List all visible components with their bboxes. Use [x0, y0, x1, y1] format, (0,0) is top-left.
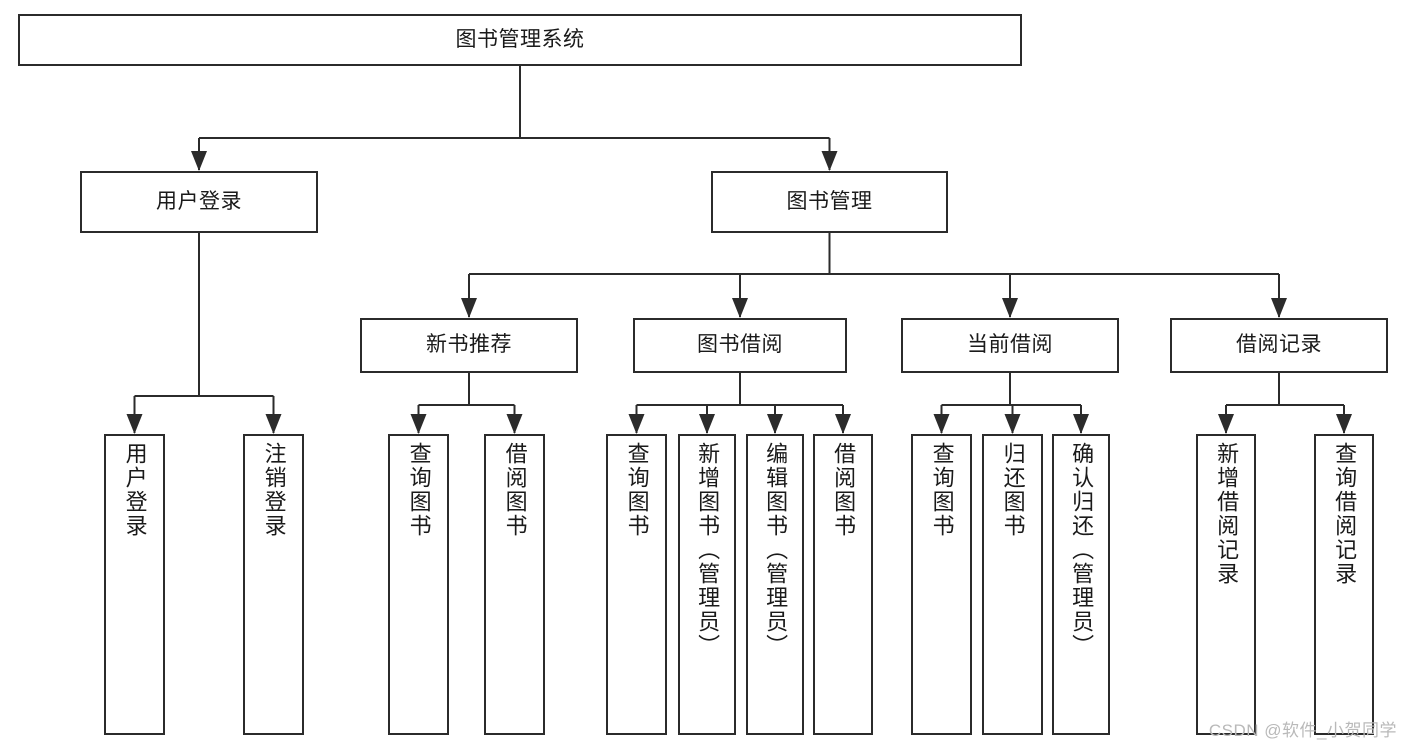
arrow-head-icon [191, 151, 207, 171]
node-l7[interactable]: 编辑图书（管理员） [746, 434, 804, 735]
node-label: 借阅记录 [1236, 333, 1322, 357]
node-label: 查询图书 [624, 442, 650, 538]
arrow-head-icon [699, 414, 715, 434]
arrow-head-icon [126, 414, 143, 434]
arrow-head-icon [732, 298, 748, 318]
node-label: 查询图书 [406, 442, 432, 538]
node-label: 借阅图书 [502, 442, 528, 538]
arrow-head-icon [265, 414, 282, 434]
node-label: 新增借阅记录 [1214, 442, 1240, 586]
node-label: 用户登录 [156, 189, 242, 213]
arrow-head-icon [933, 414, 950, 434]
node-bookmgmt[interactable]: 图书管理 [711, 171, 948, 233]
arrow-head-icon [410, 414, 427, 434]
arrow-head-icon [821, 151, 838, 171]
arrow-head-icon [1073, 414, 1089, 434]
arrow-head-icon [1004, 414, 1021, 434]
node-label: 编辑图书（管理员） [763, 442, 789, 658]
node-login[interactable]: 用户登录 [80, 171, 318, 233]
node-label: 图书管理系统 [455, 27, 585, 51]
node-label: 注销登录 [261, 442, 287, 538]
arrow-head-icon [767, 414, 783, 434]
node-l1[interactable]: 用户登录 [104, 434, 165, 735]
node-label: 图书借阅 [697, 333, 783, 357]
node-borrow[interactable]: 图书借阅 [633, 318, 847, 373]
node-l2[interactable]: 注销登录 [243, 434, 304, 735]
node-label: 图书管理 [786, 189, 873, 213]
node-l13[interactable]: 查询借阅记录 [1314, 434, 1374, 735]
node-label: 用户登录 [122, 442, 148, 538]
node-records[interactable]: 借阅记录 [1170, 318, 1388, 373]
arrow-head-icon [506, 414, 523, 434]
node-root[interactable]: 图书管理系统 [18, 14, 1022, 66]
node-label: 确认归还（管理员） [1069, 442, 1095, 658]
node-current[interactable]: 当前借阅 [901, 318, 1119, 373]
node-l8[interactable]: 借阅图书 [813, 434, 873, 735]
node-l3[interactable]: 查询图书 [388, 434, 449, 735]
node-label: 当前借阅 [967, 333, 1053, 357]
node-label: 查询图书 [929, 442, 955, 538]
node-l4[interactable]: 借阅图书 [484, 434, 545, 735]
arrow-head-icon [628, 414, 645, 434]
node-label: 归还图书 [1000, 442, 1026, 538]
arrow-head-icon [461, 298, 477, 318]
arrow-head-icon [1336, 414, 1352, 434]
arrow-head-icon [1002, 298, 1018, 318]
arrow-head-icon [1271, 298, 1287, 318]
node-l5[interactable]: 查询图书 [606, 434, 667, 735]
node-l10[interactable]: 归还图书 [982, 434, 1043, 735]
arrow-head-icon [1218, 414, 1234, 434]
node-newbook[interactable]: 新书推荐 [360, 318, 578, 373]
node-label: 新增图书（管理员） [695, 442, 721, 658]
node-l11[interactable]: 确认归还（管理员） [1052, 434, 1110, 735]
node-l9[interactable]: 查询图书 [911, 434, 972, 735]
node-l12[interactable]: 新增借阅记录 [1196, 434, 1256, 735]
arrow-head-icon [835, 414, 851, 434]
node-label: 借阅图书 [831, 442, 857, 538]
node-l6[interactable]: 新增图书（管理员） [678, 434, 736, 735]
node-label: 查询借阅记录 [1332, 442, 1358, 586]
node-label: 新书推荐 [426, 333, 512, 357]
